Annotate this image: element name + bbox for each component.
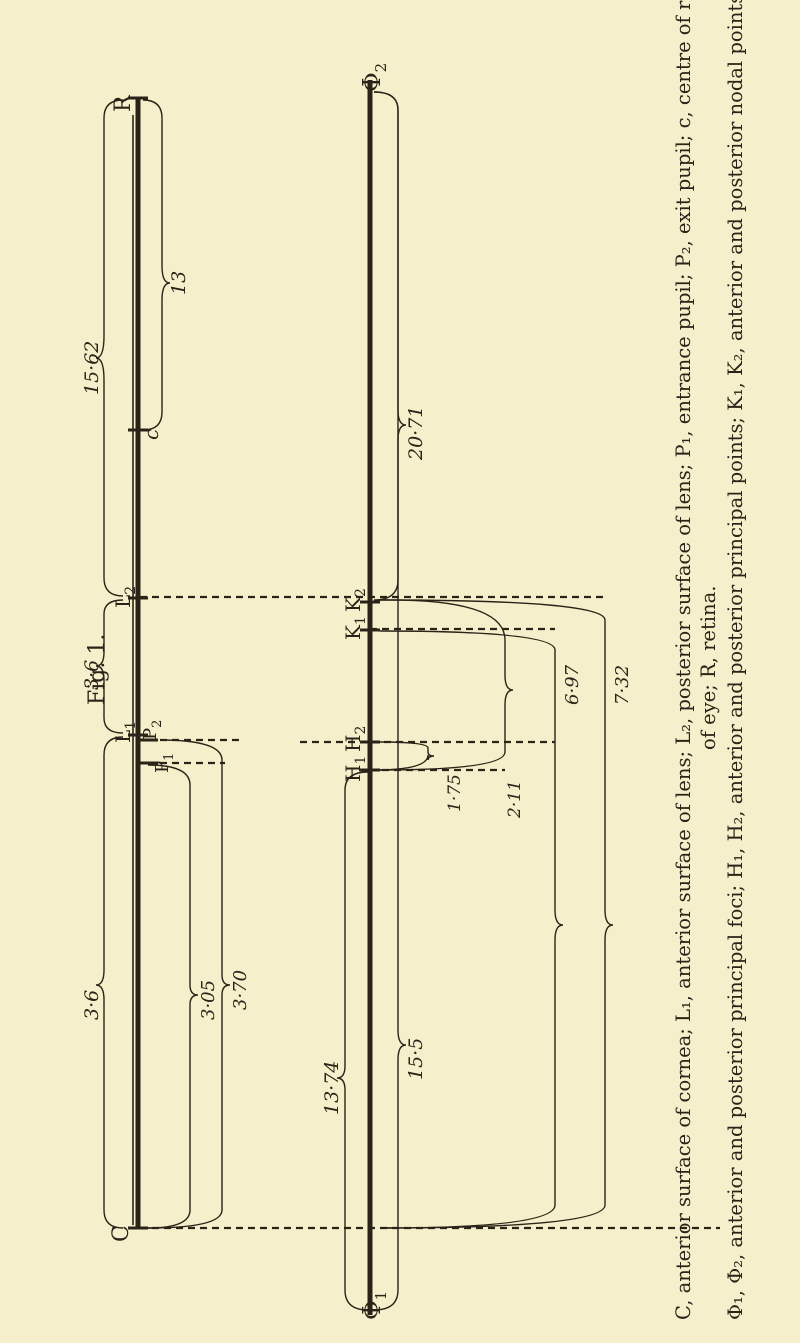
label-C: C — [109, 1225, 134, 1242]
brace-phi1-H1 — [336, 771, 369, 1311]
dist-C-L1: 3·6 — [81, 990, 103, 1020]
label-phi1: Φ1 — [358, 1291, 390, 1320]
brace-C-P2 — [147, 739, 231, 1229]
dist-L1-L2: 3·6 — [81, 660, 103, 690]
brace-K2-phi2 — [373, 91, 407, 601]
point-labels: C L1 L2 P1 P2 c R H1 H2 K1 K2 Φ1 Φ2 — [109, 63, 390, 1320]
brace-C-K1 — [379, 630, 564, 1229]
brace-H1-phi2 — [373, 91, 407, 1311]
brace-H1-H2 — [373, 741, 435, 771]
caption-line-2: of eye; R, retina. — [697, 586, 720, 750]
dist-K2-phi2: 20·71 — [405, 406, 427, 461]
brace-C-L1 — [95, 736, 124, 1229]
label-H2: H2 — [341, 726, 369, 752]
distance-labels: 3·6 3·6 15·62 13 3·05 3·70 13·74 15·5 20… — [81, 271, 633, 1115]
brace-C-K2 — [379, 599, 614, 1229]
dist-phi1-H1: 13·74 — [321, 1061, 343, 1115]
label-P1: P1 — [152, 753, 177, 773]
caption-line-3: Φ₁, Φ₂, anterior and posterior principal… — [724, 0, 747, 1320]
figure-title: Fig. 1. — [85, 634, 110, 705]
brace-H1-K2 — [377, 599, 514, 771]
dist-H1-K2: 2·11 — [505, 780, 525, 819]
braces — [95, 91, 614, 1311]
dist-C-P2: 3·70 — [230, 970, 251, 1010]
label-K1: K1 — [341, 616, 369, 640]
label-phi2: Φ2 — [358, 63, 390, 92]
label-H1: H1 — [341, 756, 369, 782]
label-L2: L2 — [111, 586, 139, 608]
brace-c-R — [142, 99, 171, 431]
brace-L1-L2 — [95, 599, 124, 734]
dist-C-P1: 3·05 — [198, 980, 219, 1020]
dist-H1-phi2: 15·5 — [405, 1038, 427, 1080]
brace-C-P1 — [147, 764, 199, 1229]
dist-c-R: 13 — [168, 271, 190, 295]
brace-L2-R — [95, 99, 124, 597]
dist-C-K1: 6·97 — [562, 664, 583, 705]
label-K2: K2 — [341, 588, 369, 612]
dist-H1-H2: 1·75 — [445, 774, 465, 812]
label-P2: P2 — [140, 720, 165, 740]
label-c: c — [139, 429, 163, 440]
dist-L2-R: 15·62 — [81, 341, 103, 395]
caption-line-1: C, anterior surface of cornea; L₁, anter… — [672, 0, 695, 1320]
label-R: R — [111, 94, 136, 112]
dist-C-K2: 7·32 — [612, 665, 633, 705]
caption: C, anterior surface of cornea; L₁, anter… — [672, 0, 747, 1320]
